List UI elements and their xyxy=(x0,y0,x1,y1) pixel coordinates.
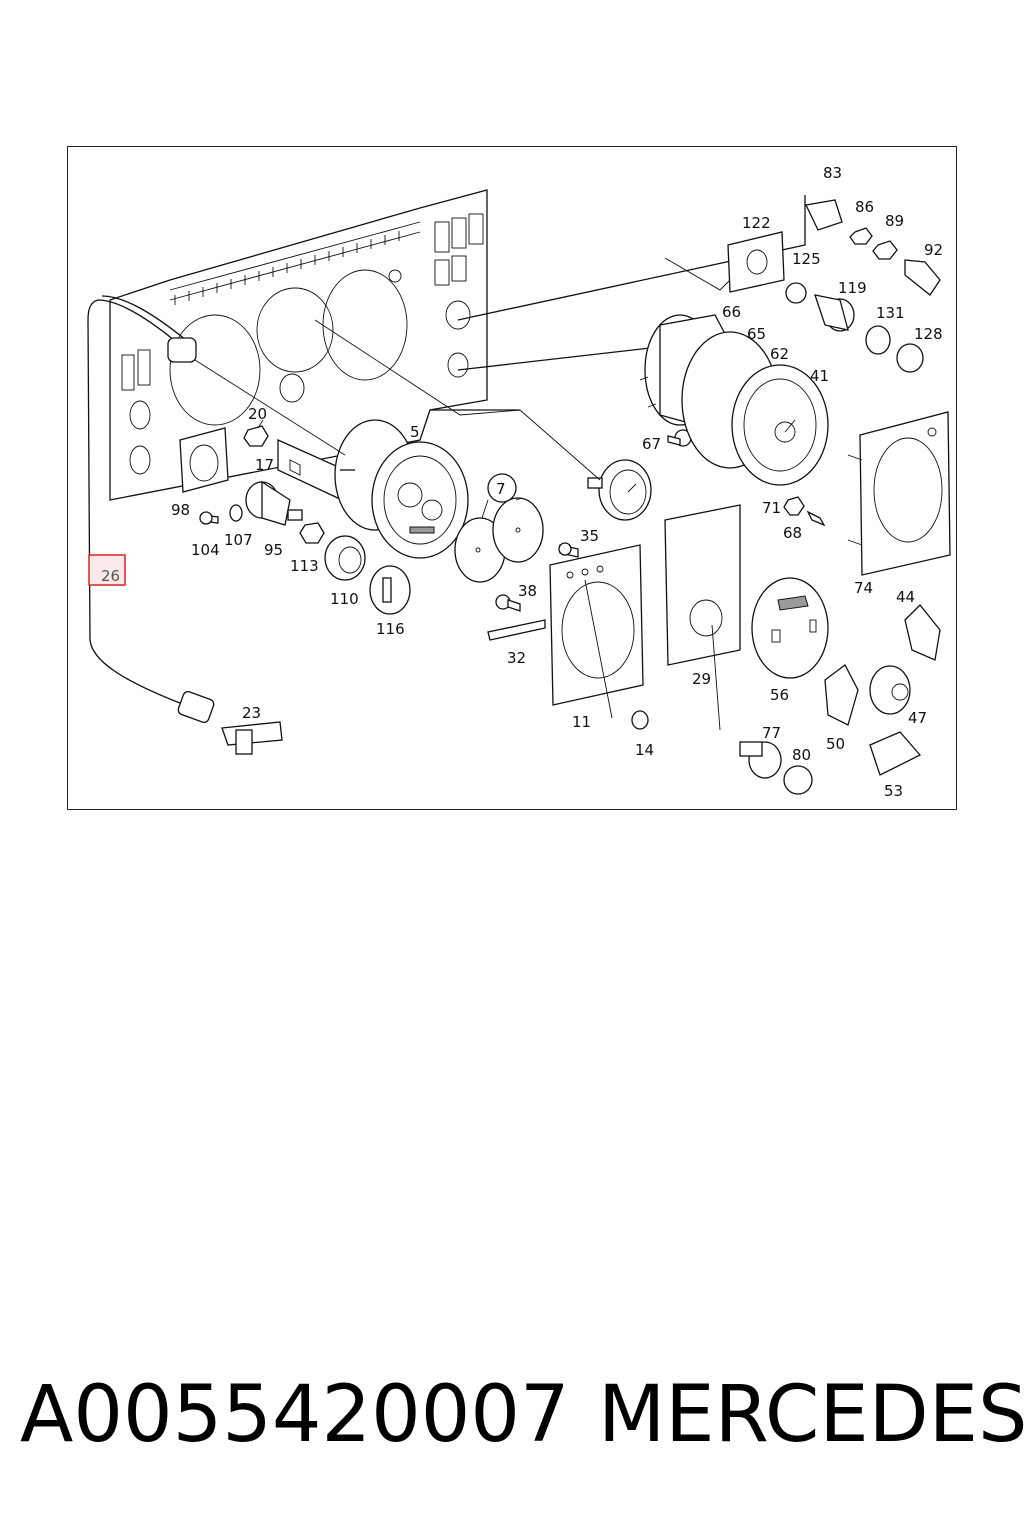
callout-86: 86 xyxy=(855,198,874,216)
callout-44: 44 xyxy=(896,588,915,606)
part-23 xyxy=(221,721,283,755)
callout-62: 62 xyxy=(770,345,789,363)
part-35 xyxy=(558,542,579,558)
highlight-box xyxy=(88,554,126,586)
part-77-80 xyxy=(739,741,813,795)
brand-name: MERCEDES xyxy=(598,1370,1024,1460)
callout-17: 17 xyxy=(255,456,274,474)
small-gauge xyxy=(587,459,652,521)
callout-107: 107 xyxy=(224,531,253,549)
leader-lines xyxy=(194,319,601,481)
callout-labels: 83 122 86 89 92 125 119 131 128 66 65 62… xyxy=(171,164,943,800)
callout-11: 11 xyxy=(572,713,591,731)
callout-65: 65 xyxy=(747,325,766,343)
callout-23: 23 xyxy=(242,704,261,722)
callout-104: 104 xyxy=(191,541,220,559)
callout-110: 110 xyxy=(330,590,359,608)
callout-71: 71 xyxy=(762,499,781,517)
callout-66: 66 xyxy=(722,303,741,321)
top-right-parts xyxy=(727,199,941,373)
part-56 xyxy=(751,577,829,679)
small-fasteners xyxy=(199,504,325,544)
callout-26: 26 xyxy=(101,567,120,585)
callout-113: 113 xyxy=(290,557,319,575)
callout-5: 5 xyxy=(410,423,420,441)
callout-77: 77 xyxy=(762,724,781,742)
callout-98: 98 xyxy=(171,501,190,519)
part-number: A0055420007 xyxy=(20,1370,570,1460)
part-7-dials xyxy=(454,473,544,583)
callout-14: 14 xyxy=(635,741,654,759)
callout-128: 128 xyxy=(914,325,943,343)
part-11 xyxy=(549,544,644,719)
callout-35: 35 xyxy=(580,527,599,545)
callout-68: 68 xyxy=(783,524,802,542)
callout-119: 119 xyxy=(838,279,867,297)
parts-diagram: 83 122 86 89 92 125 119 131 128 66 65 62… xyxy=(87,164,951,800)
callout-20: 20 xyxy=(248,405,267,423)
part-95 xyxy=(245,480,303,526)
callout-89: 89 xyxy=(885,212,904,230)
callout-53: 53 xyxy=(884,782,903,800)
callout-131: 131 xyxy=(876,304,905,322)
callout-29: 29 xyxy=(692,670,711,688)
callout-74: 74 xyxy=(854,579,873,597)
callout-38: 38 xyxy=(518,582,537,600)
callout-67: 67 xyxy=(642,435,661,453)
part-116 xyxy=(369,565,411,615)
callout-83: 83 xyxy=(823,164,842,182)
part-67 xyxy=(667,429,692,447)
callout-116: 116 xyxy=(376,620,405,638)
callout-92: 92 xyxy=(924,241,943,259)
callout-41: 41 xyxy=(810,367,829,385)
callout-7: 7 xyxy=(496,480,506,498)
part-110 xyxy=(324,535,366,581)
part-74 xyxy=(847,411,951,576)
part-29 xyxy=(664,504,741,731)
tachometer-assembly xyxy=(639,314,829,486)
part-38-32 xyxy=(487,594,546,641)
speedometer-cable xyxy=(87,295,215,723)
highlighted-callout-26[interactable]: 26 xyxy=(88,554,126,586)
small-gauge-parts xyxy=(824,604,941,776)
part-71-68 xyxy=(783,496,826,527)
part-98 xyxy=(179,427,229,493)
callout-125: 125 xyxy=(792,250,821,268)
part-5-instrument xyxy=(334,419,469,559)
callout-47: 47 xyxy=(908,709,927,727)
callout-56: 56 xyxy=(770,686,789,704)
callout-50: 50 xyxy=(826,735,845,753)
callout-80: 80 xyxy=(792,746,811,764)
callout-32: 32 xyxy=(507,649,526,667)
callout-122: 122 xyxy=(742,214,771,232)
part-20 xyxy=(243,425,269,447)
callout-95: 95 xyxy=(264,541,283,559)
part-14 xyxy=(631,710,649,730)
